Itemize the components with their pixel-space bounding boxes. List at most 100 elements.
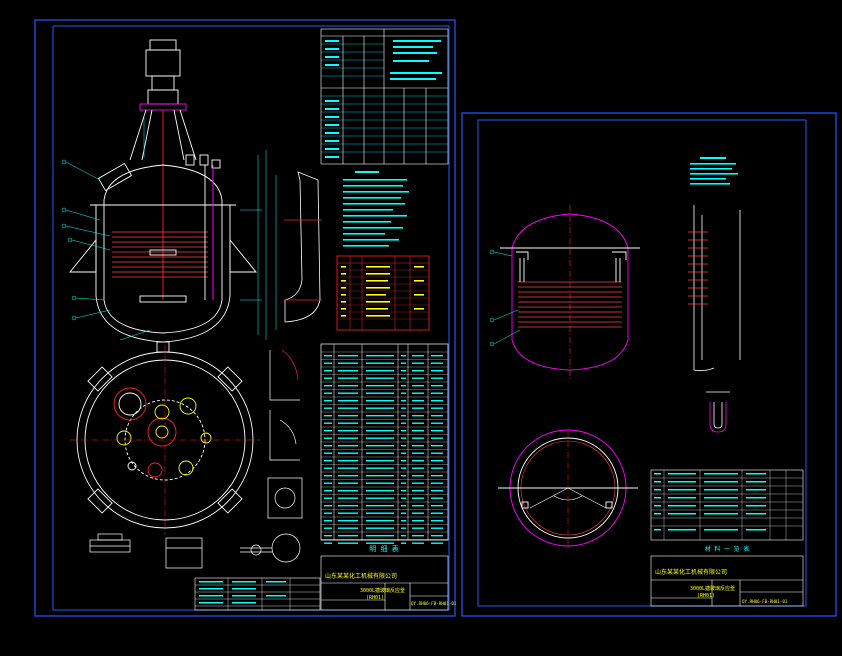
parts-cell-text [431,467,443,469]
parts-cell-text [431,362,443,364]
parts-cell-text [324,445,332,447]
parts-cell-text [431,385,443,387]
sheet-2-company-name: 山东某某化工机械有限公司 [655,568,727,576]
parts-cell-text [338,415,358,417]
parts-cell-text [366,535,394,537]
parts-cell-text [401,407,406,409]
parts-cell-text [338,505,358,507]
sheet-2-parts-table [650,469,804,541]
parts-cell-text [401,430,406,432]
parts-cell-text [338,430,358,432]
parts-cell-text [401,370,406,372]
parts-cell-text [431,355,443,357]
parts-cell-text [338,452,358,454]
parts-cell-text [324,490,332,492]
lug-detail [240,533,301,563]
tech-characteristics-table [320,28,449,165]
parts-cell-text [412,370,424,372]
parts-cell-text [412,520,424,522]
coil-callouts [489,249,521,347]
parts-cell-text [366,355,394,357]
coil-detail-icon [500,205,640,380]
parts-cell-text [338,400,358,402]
parts-cell-text [324,497,332,499]
sheet-1-materials-table [194,577,321,611]
parts-list-table [320,343,449,544]
parts-cell-text [401,452,406,454]
parts-cell-text [324,355,332,357]
parts-cell-text [366,482,394,484]
parts-cell-text [401,400,406,402]
parts-cell-text [324,467,332,469]
flange-detail-b [165,537,203,569]
parts-cell-text [324,527,332,529]
parts-cell-text [324,385,332,387]
parts-cell-text [338,362,358,364]
parts-cell-text [401,542,406,544]
parts-cell-text [401,392,406,394]
parts-cell-text [366,392,394,394]
parts-cell-text [431,505,443,507]
sheet-1-title-block [320,555,449,611]
coil-detail-notes [690,157,738,185]
parts-list-title: 明 细 表 [369,544,398,553]
parts-cell-text [401,467,406,469]
parts-cell-text [366,460,394,462]
sheet-2: 材 料 一 览 表 山东某某化工机械有限公司 3000L搪玻璃反应釜 (RH01… [461,112,837,617]
flange-detail-a [89,533,131,553]
parts-cell-text [401,475,406,477]
parts-cell-text [324,400,332,402]
parts-cell-text [366,422,394,424]
parts-cell-text [401,377,406,379]
parts-cell-text [401,527,406,529]
tech-table-text [325,40,442,158]
tech-table-rows [321,43,448,153]
sheet-1-outer-frame [34,19,456,617]
parts-cell-text [431,460,443,462]
parts-cell-text [366,407,394,409]
parts-cell-text [412,497,424,499]
parts-cell-text [338,520,358,522]
parts-cell-text [431,400,443,402]
parts-cell-text [338,385,358,387]
parts-cell-text [412,535,424,537]
parts-cell-text [338,392,358,394]
parts-cell-text [366,370,394,372]
parts-cell-text [401,520,406,522]
parts-cell-text [401,422,406,424]
parts-cell-text [412,407,424,409]
plan-centerlines [70,345,260,535]
parts-cell-text [366,497,394,499]
parts-cell-text [401,490,406,492]
parts-cell-text [401,497,406,499]
parts-cell-text [338,445,358,447]
parts-cell-text [431,475,443,477]
parts-cell-text [431,407,443,409]
parts-cell-text [431,415,443,417]
parts-cell-text [412,505,424,507]
parts-cell-text [366,527,394,529]
parts-cell-text [324,452,332,454]
parts-cell-text [431,542,443,544]
parts-cell-text [366,437,394,439]
sheet-1-drawing-subtitle: (RH01) [366,595,384,601]
parts-cell-text [324,542,332,544]
parts-cell-text [412,460,424,462]
parts-cell-text [338,475,358,477]
parts-cell-text [431,445,443,447]
parts-cell-text [431,490,443,492]
parts-cell-text [431,422,443,424]
parts-cell-text [338,497,358,499]
parts-cell-text [366,505,394,507]
parts-cell-text [412,422,424,424]
parts-cell-text [366,400,394,402]
sheet-1: 明 细 表 山东某某化工机械有限公司 3000L搪玻璃反应釜 (RH01) QY… [34,19,457,617]
parts-cell-text [338,355,358,357]
vessel-elevation-icon [69,39,257,353]
parts-cell-text [324,370,332,372]
parts-cell-text [401,512,406,514]
parts-cell-text [401,505,406,507]
sheet-1-company-name: 山东某某化工机械有限公司 [325,572,397,580]
sheet-1-drawing-number: QY.RH06-FB-RH01-01 [411,601,457,606]
